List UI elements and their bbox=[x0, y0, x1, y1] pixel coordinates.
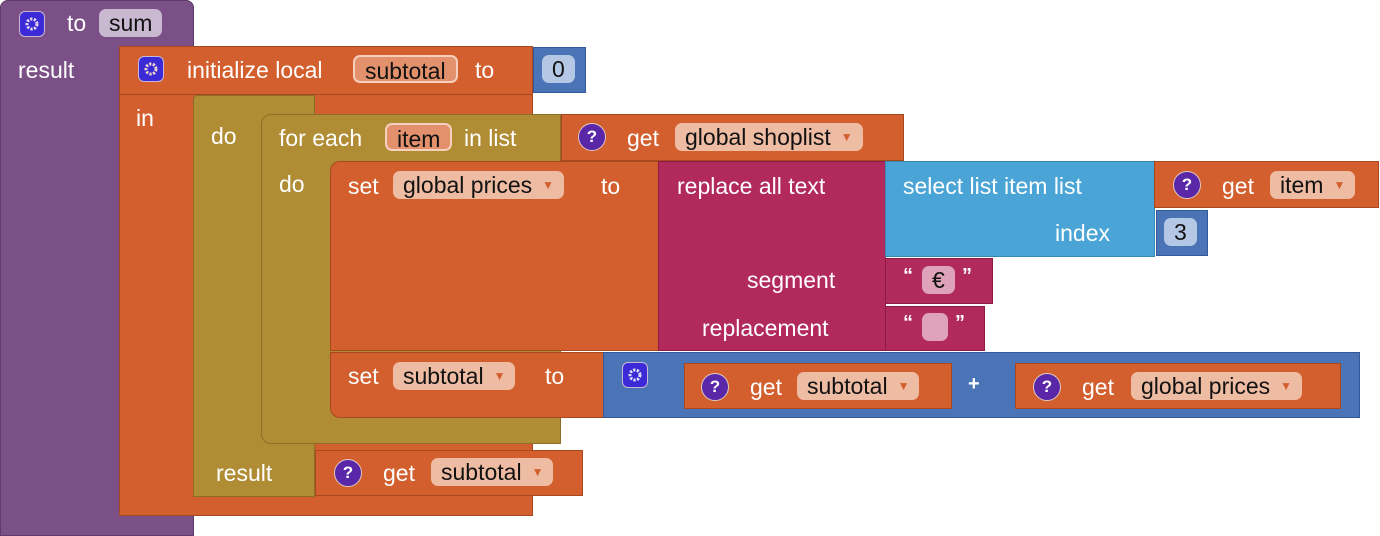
do-label: do bbox=[211, 123, 237, 149]
dropdown-arrow-icon: ▼ bbox=[1333, 177, 1346, 192]
foreach-do-label: do bbox=[279, 171, 305, 197]
initialize-local-label: initialize local bbox=[187, 57, 323, 83]
initialize-local-header bbox=[119, 46, 533, 95]
get-label: get bbox=[383, 460, 415, 486]
get-label: get bbox=[627, 125, 659, 151]
procedure-name-field[interactable]: sum bbox=[99, 9, 163, 37]
question-icon[interactable]: ? bbox=[1173, 171, 1201, 199]
result-subtotal-text: subtotal bbox=[441, 459, 522, 485]
question-icon[interactable]: ? bbox=[1033, 373, 1061, 401]
left-subtotal-text: subtotal bbox=[807, 373, 888, 399]
segment-label: segment bbox=[747, 267, 836, 293]
get-label: get bbox=[750, 374, 782, 400]
set-label: set bbox=[348, 173, 379, 199]
foreach-label: for each bbox=[279, 125, 363, 151]
question-icon[interactable]: ? bbox=[578, 123, 606, 151]
set-label: set bbox=[348, 363, 379, 389]
result-subtotal-dropdown[interactable]: subtotal ▼ bbox=[431, 458, 554, 486]
question-icon[interactable]: ? bbox=[701, 373, 729, 401]
index-label: index bbox=[1055, 220, 1110, 246]
plus-operator: + bbox=[968, 373, 980, 395]
right-prices-dropdown[interactable]: global prices ▼ bbox=[1131, 372, 1303, 400]
index-value-field[interactable]: 3 bbox=[1164, 218, 1197, 246]
in-list-label: in list bbox=[464, 125, 517, 151]
foreach-var-field[interactable]: item bbox=[385, 123, 453, 152]
item-var-text: item bbox=[1280, 172, 1324, 198]
select-list-item-label: select list item list bbox=[903, 173, 1082, 199]
get-label: get bbox=[1222, 173, 1254, 199]
in-label: in bbox=[136, 105, 154, 131]
subtotal-var-text: subtotal bbox=[403, 363, 484, 389]
gear-icon[interactable] bbox=[138, 56, 164, 82]
dropdown-arrow-icon: ▼ bbox=[531, 464, 544, 479]
do-result-label: result bbox=[216, 460, 273, 486]
item-var-dropdown[interactable]: item ▼ bbox=[1270, 171, 1356, 199]
close-quote: ” bbox=[962, 265, 972, 287]
init-value-field[interactable]: 0 bbox=[542, 55, 575, 83]
replacement-value-field[interactable] bbox=[922, 313, 948, 341]
prices-var-dropdown[interactable]: global prices ▼ bbox=[393, 171, 565, 199]
segment-string-block[interactable] bbox=[885, 258, 993, 304]
open-quote: “ bbox=[903, 265, 913, 287]
replace-all-text-block[interactable] bbox=[658, 161, 886, 351]
shoplist-var-text: global shoplist bbox=[685, 124, 831, 150]
set-to-label: to bbox=[545, 363, 565, 389]
segment-value-field[interactable]: € bbox=[922, 266, 955, 294]
dropdown-arrow-icon: ▼ bbox=[493, 368, 506, 383]
left-subtotal-dropdown[interactable]: subtotal ▼ bbox=[797, 372, 920, 400]
close-quote: ” bbox=[955, 312, 965, 334]
to-label: to bbox=[67, 10, 87, 36]
gear-icon[interactable] bbox=[19, 11, 45, 37]
right-prices-text: global prices bbox=[1141, 373, 1271, 399]
local-to-label: to bbox=[475, 57, 495, 83]
shoplist-var-dropdown[interactable]: global shoplist ▼ bbox=[675, 123, 863, 151]
procedure-result-label: result bbox=[18, 57, 75, 83]
select-list-item-block[interactable] bbox=[885, 161, 1155, 257]
prices-var-text: global prices bbox=[403, 172, 533, 198]
set-to-label: to bbox=[601, 173, 621, 199]
local-var-name-field[interactable]: subtotal bbox=[353, 55, 458, 84]
dropdown-arrow-icon: ▼ bbox=[542, 177, 555, 192]
gear-icon[interactable] bbox=[622, 362, 648, 388]
replacement-label: replacement bbox=[702, 315, 829, 341]
question-icon[interactable]: ? bbox=[334, 459, 362, 487]
subtotal-var-dropdown[interactable]: subtotal ▼ bbox=[393, 362, 516, 390]
dropdown-arrow-icon: ▼ bbox=[897, 378, 910, 393]
replace-label: replace all text bbox=[677, 173, 826, 199]
dropdown-arrow-icon: ▼ bbox=[1280, 378, 1293, 393]
open-quote: “ bbox=[903, 312, 913, 334]
get-label: get bbox=[1082, 374, 1114, 400]
dropdown-arrow-icon: ▼ bbox=[840, 129, 853, 144]
